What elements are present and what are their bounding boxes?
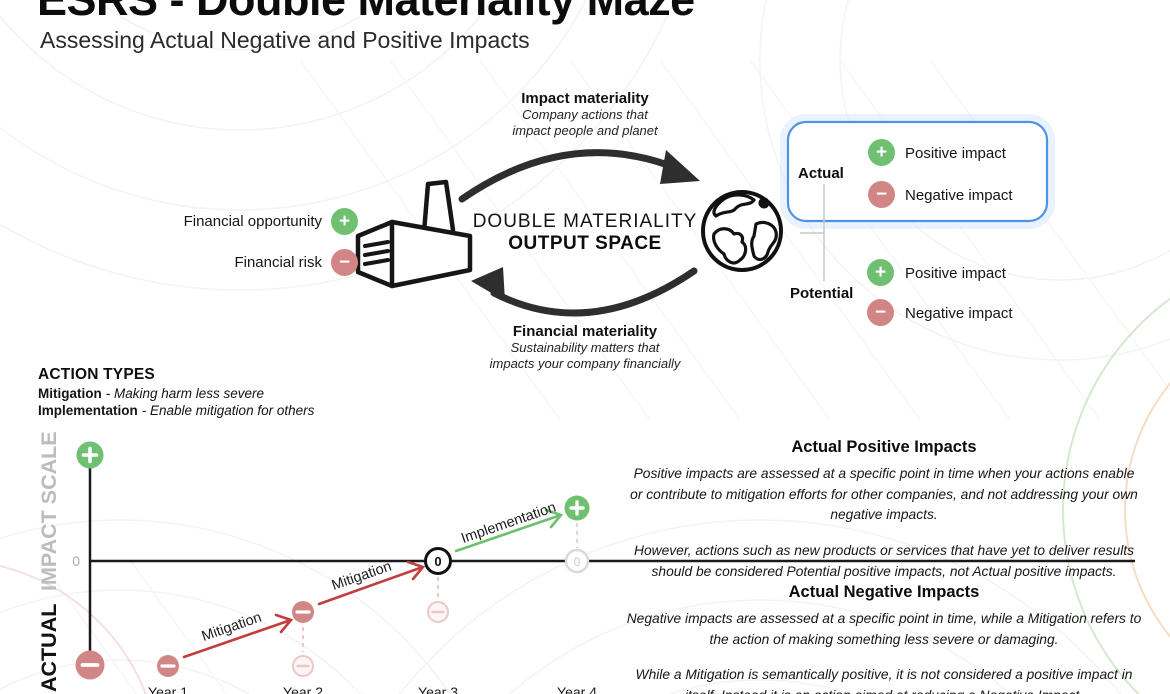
point-year4-positive [564, 495, 590, 521]
ghost-year2-previous [292, 627, 314, 677]
financial-materiality-title: Financial materiality [512, 323, 658, 340]
note-paragraph: However, actions such as new products or… [634, 543, 1134, 579]
financial-materiality-arrow [471, 267, 698, 317]
ghost-year4-previous: 0 [564, 523, 590, 574]
y-axis-caption-secondary: IMPACT SCALE [37, 431, 61, 591]
x-label-year3: Year 3 [418, 684, 458, 694]
impact-materiality-desc-2: impact people and planet [512, 122, 658, 138]
zero-axis-label: 0 [72, 553, 80, 569]
minus-glyph: − [338, 252, 351, 273]
actual-negative-impacts-note: Actual Negative Impacts Negative impacts… [626, 583, 1142, 694]
y-axis-caption: ACTUAL IMPACT SCALE [37, 431, 61, 692]
financial-risk-minus-icon: − [331, 249, 358, 276]
note-paragraph: Positive impacts are assessed at a speci… [630, 466, 1138, 523]
impact-materiality-arrow [458, 149, 700, 203]
action-type-mitigation: Mitigation- Making harm less severe [38, 386, 314, 401]
factory-icon [355, 179, 473, 289]
impact-materiality-title: Impact materiality [521, 90, 649, 107]
actual-negative-minus-icon: − [868, 181, 895, 208]
ghost-zero-label: 0 [574, 555, 581, 569]
output-space-line1: DOUBLE MATERIALITY [472, 211, 698, 232]
point-year3-zero: 0 [424, 547, 452, 575]
ghost-year3-previous [427, 577, 449, 623]
financial-opportunity-plus-icon: + [331, 208, 358, 235]
financial-risk-label: Financial risk [234, 254, 322, 271]
outcomes-connector [800, 184, 825, 281]
minus-glyph: − [875, 184, 888, 205]
plus-glyph: + [874, 262, 887, 283]
impact-materiality-caption: Impact materiality Company actions that … [450, 90, 720, 139]
potential-negative-label: Negative impact [905, 305, 1013, 322]
note-paragraph: Negative impacts are assessed at a speci… [626, 611, 1142, 647]
page-title: ESRS - Double Materiality Maze [37, 0, 695, 26]
action-type-desc: - Making harm less severe [105, 386, 265, 401]
implementation-label: Implementation [459, 500, 558, 547]
action-type-term: Mitigation [38, 386, 102, 401]
zero-marker-label: 0 [434, 554, 441, 569]
x-label-year1: Year 1 [148, 684, 188, 694]
actual-group-label: Actual [798, 165, 844, 182]
point-year1-negative [157, 655, 179, 677]
colored-arcs [0, 297, 1170, 694]
mitigation-arrow-2 [317, 560, 426, 606]
y-axis-positive-end [76, 441, 104, 469]
output-space-caption: DOUBLE MATERIALITY OUTPUT SPACE [450, 211, 720, 255]
actual-positive-plus-icon: + [868, 139, 895, 166]
y-axis-negative-end [75, 650, 105, 680]
x-label-year2: Year 2 [283, 684, 323, 694]
implementation-arrow [454, 508, 564, 553]
action-type-implementation: Implementation- Enable mitigation for ot… [38, 403, 314, 418]
plus-icon [569, 500, 585, 516]
globe-icon [701, 190, 783, 272]
minus-glyph: − [874, 302, 887, 323]
potential-negative-minus-icon: − [867, 299, 894, 326]
potential-group-label: Potential [790, 285, 854, 302]
point-year2-negative [292, 601, 314, 623]
financial-materiality-desc-1: Sustainability matters that [510, 340, 660, 355]
y-axis-caption-primary: ACTUAL [37, 604, 61, 692]
actual-positive-impacts-note: Actual Positive Impacts Positive impacts… [626, 438, 1142, 582]
action-types-legend: ACTION TYPES Mitigation- Making harm les… [38, 366, 314, 418]
potential-positive-plus-icon: + [867, 259, 894, 286]
action-types-title: ACTION TYPES [38, 366, 155, 383]
actual-positive-label: Positive impact [905, 145, 1006, 162]
financial-opportunity-label: Financial opportunity [183, 213, 322, 230]
action-type-term: Implementation [38, 403, 138, 418]
actual-negative-label: Negative impact [905, 187, 1013, 204]
plus-icon [81, 446, 99, 464]
actual-box [780, 114, 1055, 229]
plus-glyph: + [875, 142, 888, 163]
mitigation-arrow-1 [182, 613, 294, 659]
note-title: Actual Positive Impacts [791, 438, 977, 456]
potential-positive-label: Positive impact [905, 265, 1006, 282]
output-space-line2: OUTPUT SPACE [508, 233, 662, 254]
action-type-desc: - Enable mitigation for others [141, 403, 315, 418]
financial-materiality-desc-2: impacts your company financially [489, 355, 681, 371]
page-subtitle: Assessing Actual Negative and Positive I… [40, 27, 530, 53]
plus-glyph: + [338, 211, 351, 232]
x-label-year4: Year 4 [557, 684, 597, 694]
impact-materiality-desc-1: Company actions that [522, 107, 648, 122]
financial-materiality-caption: Financial materiality Sustainability mat… [450, 323, 720, 372]
note-title: Actual Negative Impacts [788, 583, 980, 601]
note-paragraph: While a Mitigation is semantically posit… [635, 667, 1133, 694]
